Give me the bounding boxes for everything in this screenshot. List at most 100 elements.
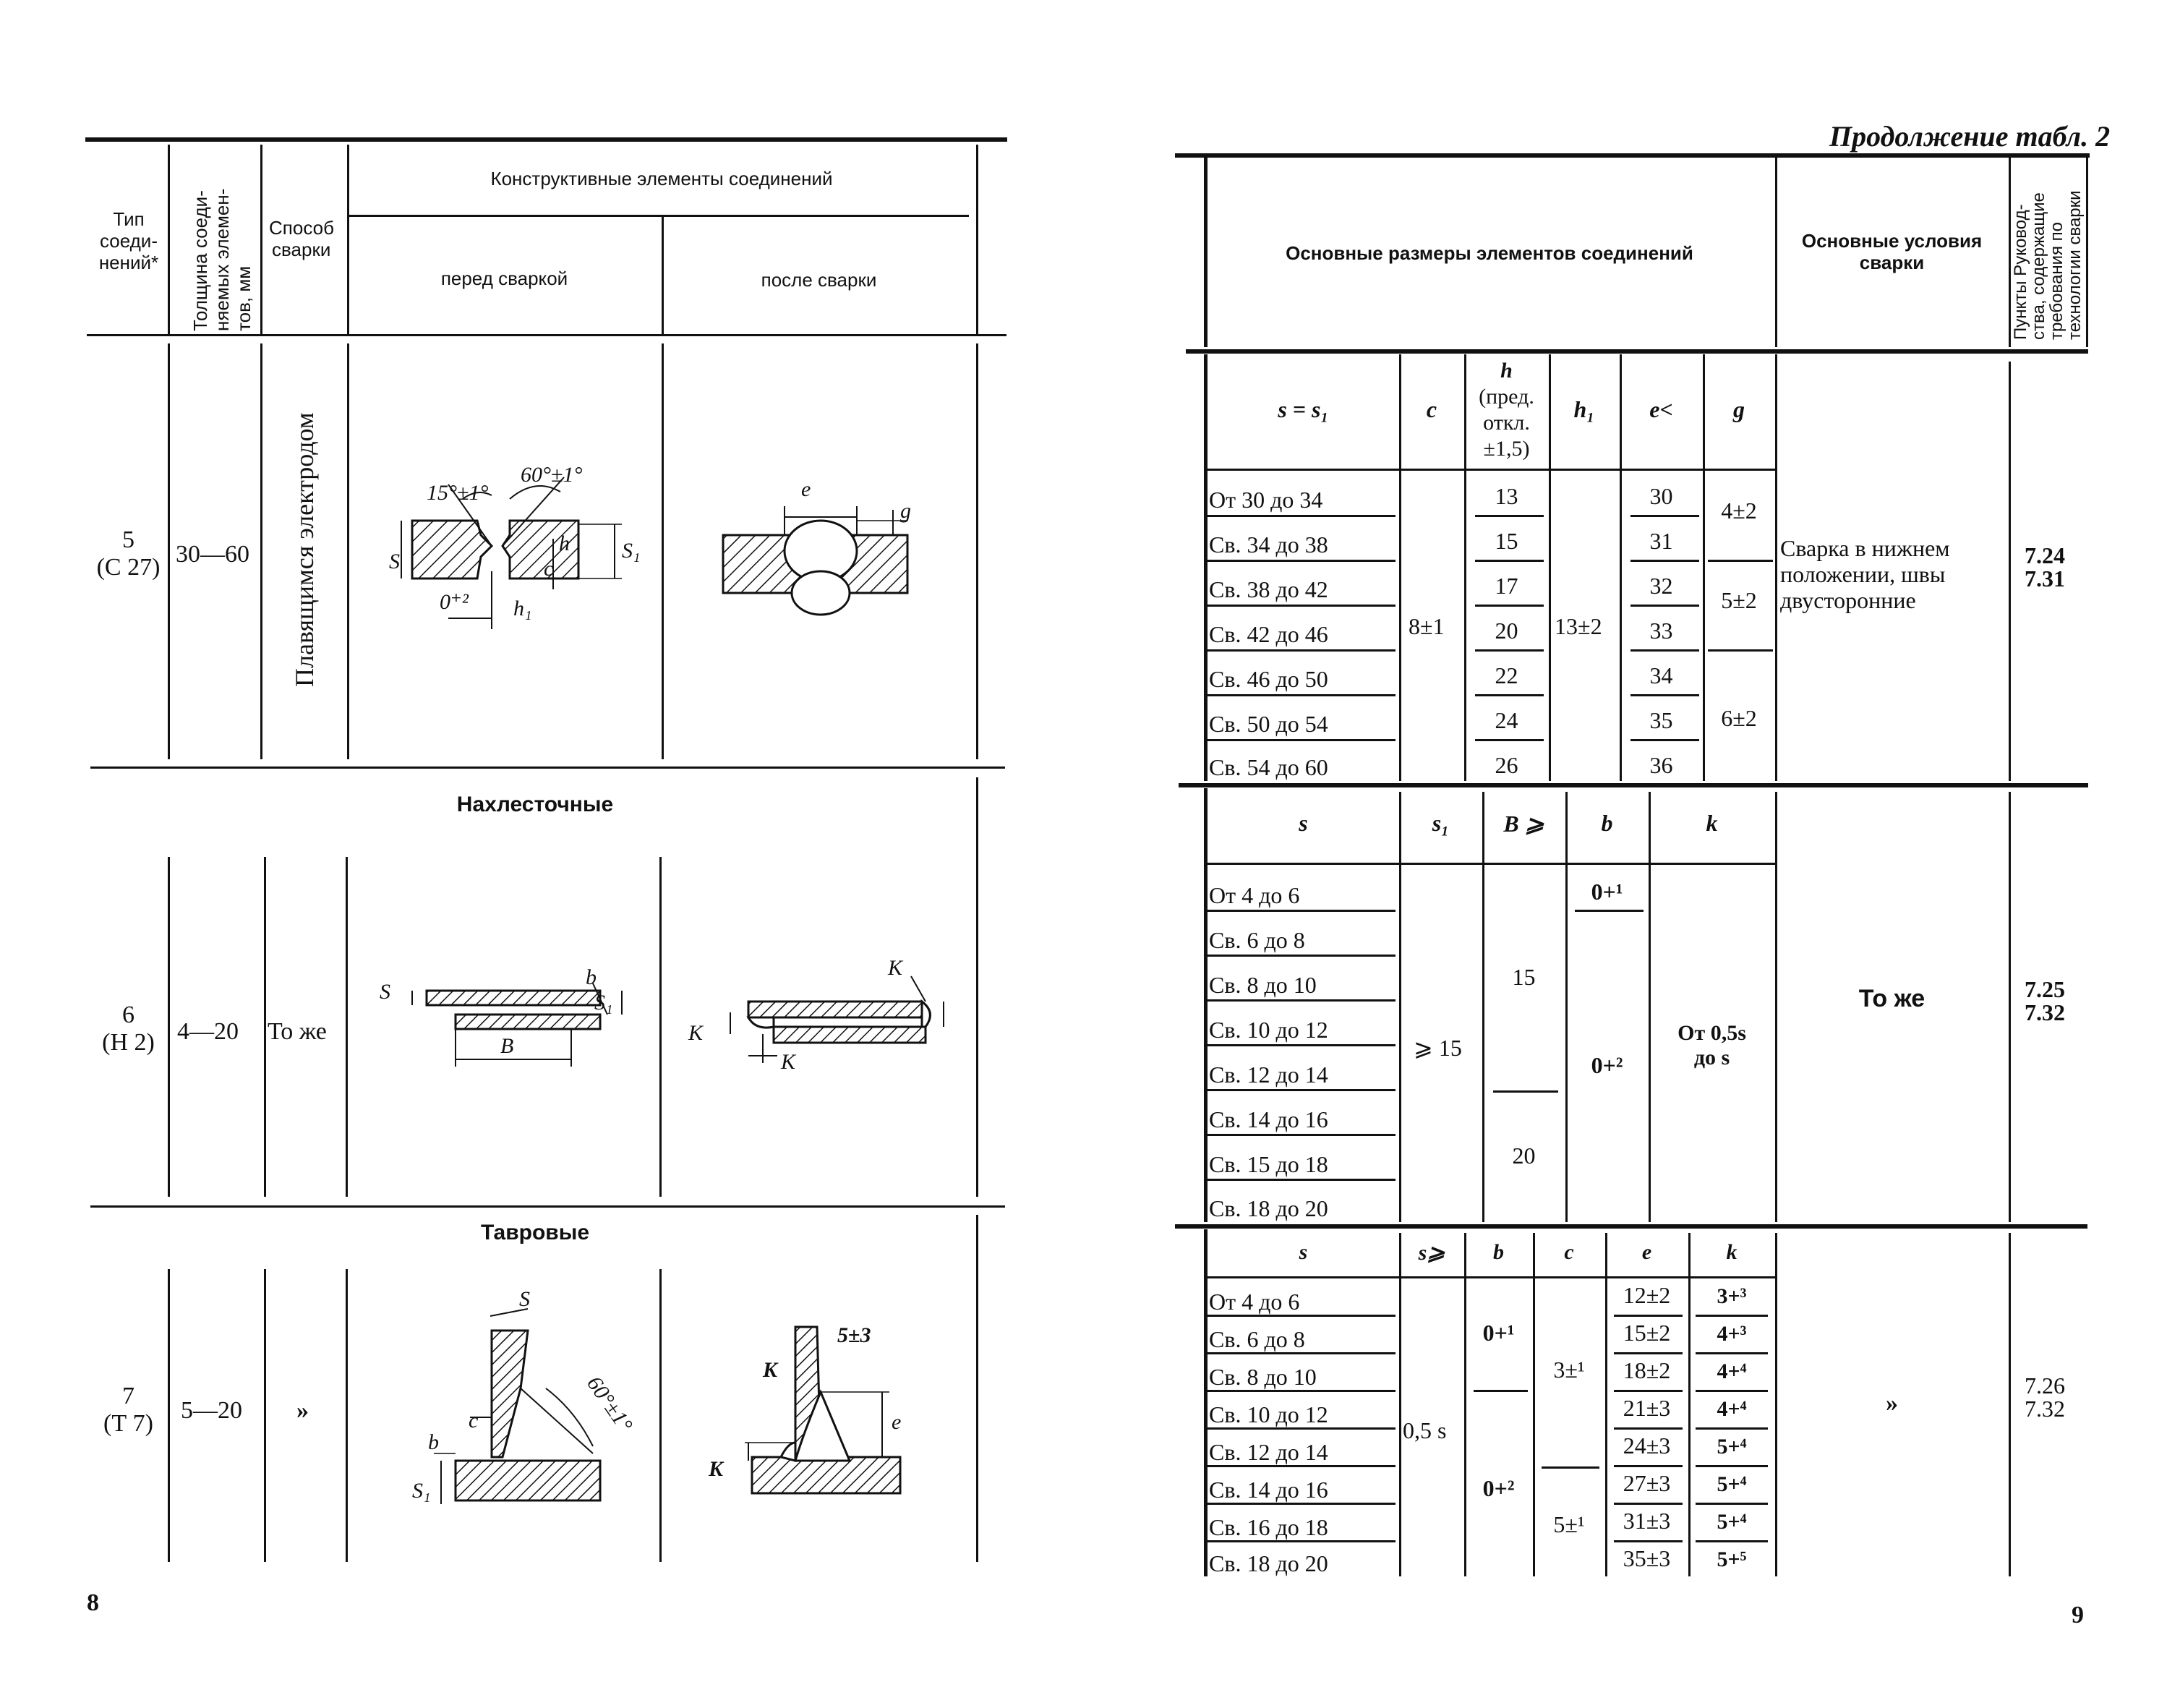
b1-g-1: 5±2 [1721,587,1757,613]
b3-h-c: c [1564,1240,1574,1264]
row2-after-drawing [730,975,944,1063]
r3b-s: S [519,1287,530,1311]
b3-range-0: От 4 до 6 [1209,1289,1300,1315]
b3-items: 7.26 7.32 [2025,1372,2065,1422]
b2-range-5: Св. 14 до 16 [1209,1106,1328,1132]
b2-s1: ⩾ 15 [1414,1035,1462,1061]
b1-e-6: 36 [1649,752,1673,778]
b2-range-6: Св. 15 до 18 [1209,1151,1328,1177]
b1-e-2: 32 [1649,573,1673,599]
b1-h-s: s = s₁ [1278,396,1329,422]
b1-g-0: 4±2 [1721,498,1757,524]
b1-range-5: Св. 50 до 54 [1209,711,1328,737]
b3-h-b: b [1493,1240,1504,1264]
b2-k: От 0,5s до s [1677,1021,1746,1069]
b2-range-4: Св. 12 до 14 [1209,1062,1328,1088]
header-method: Способ сварки [269,217,334,260]
b1-range-2: Св. 38 до 42 [1209,576,1328,602]
b1-h-0: 13 [1495,483,1518,509]
b3-e-3: 21±3 [1623,1395,1671,1421]
r2b-B: B [500,1034,514,1058]
row2-thickness: 4—20 [177,1018,239,1045]
b1-range-3: Св. 42 до 46 [1209,621,1328,647]
r1a-e: e [801,477,811,501]
b1-h-1: 15 [1495,528,1518,554]
b3-b-0: 0+¹ [1482,1320,1515,1346]
b3-c-0: 3±¹ [1553,1357,1585,1383]
b1-h-5: 24 [1495,707,1518,733]
row3-type: 7 (Т 7) [103,1383,153,1437]
b2-conditions: То же [1858,985,1925,1012]
b3-h-e: e [1641,1240,1652,1264]
b2-range-0: От 4 до 6 [1209,882,1300,908]
b1-h-3: 20 [1495,618,1518,644]
b1-h-2: 17 [1495,573,1518,599]
row3-after-drawing [745,1325,902,1495]
b3-range-7: Св. 18 до 20 [1209,1550,1328,1576]
b1-h-h: h (пред. откл. ±1,5) [1479,359,1534,461]
b1-range-6: Св. 54 до 60 [1209,754,1328,780]
left-header-rule [87,334,1006,336]
b1-h-6: 26 [1495,752,1518,778]
left-top-rule [85,137,1007,142]
b3-smin: 0,5 s [1403,1417,1447,1443]
b3-h-k: k [1726,1240,1738,1264]
header-before: перед сваркой [440,268,568,289]
right-header-rule [1186,349,2088,354]
row2-before-drawing [411,983,623,1067]
b1-g-2: 6±2 [1721,705,1757,731]
r1b-c: c [544,557,554,581]
b1-h-h1: h₁ [1573,396,1595,422]
header-conditions: Основные условия сварки [1801,230,1983,273]
b3-k-5: 5+⁴ [1717,1472,1747,1496]
b2-b-1: 0+² [1591,1052,1623,1078]
r2b-s: S [380,980,390,1004]
row1-before-drawing [401,477,622,629]
header-after: после сварки [761,269,877,291]
r2a-k3: K [781,1050,796,1074]
right-block2-rule [1175,1224,2087,1229]
r3b-b: b [428,1430,439,1454]
b1-h1: 13±2 [1555,613,1602,639]
header-thickness: Толщина соеди- няемых элемен- тов, мм [189,188,255,331]
row2-method: То же [268,1018,327,1045]
b3-e-2: 18±2 [1623,1357,1671,1383]
left-subheader-rule [347,215,969,217]
b2-B-0: 15 [1512,964,1536,990]
r3a-k: K [763,1358,778,1382]
left-row1-rule [90,767,1005,769]
b2-h-s: s [1299,810,1308,836]
b3-e-6: 31±3 [1623,1508,1671,1534]
b2-range-7: Св. 18 до 20 [1209,1195,1328,1221]
b2-b-0: 0+¹ [1591,879,1623,905]
r1b-h: h [559,531,570,555]
b3-e-7: 35±3 [1623,1545,1671,1571]
r3b-c: c [469,1409,479,1432]
b1-e-5: 35 [1649,707,1673,733]
b2-h-B: B ⩾ [1503,811,1544,837]
r3a-k2: K [709,1457,724,1481]
b3-k-2: 4+⁴ [1717,1359,1747,1383]
row3-method: » [296,1397,309,1424]
r2a-k1: K [688,1021,704,1045]
header-elements: Конструктивные элементы соединений [490,168,833,189]
b3-b-1: 0+² [1482,1475,1515,1501]
r2b-b: b [586,965,597,989]
right-top-rule [1175,153,2090,158]
r1b-gap: 0⁺² [440,590,469,614]
section-lap: Нахлесточные [456,793,614,816]
b3-k-7: 5+⁵ [1717,1547,1747,1571]
b3-e-5: 27±3 [1623,1470,1671,1496]
r2b-s1: S₁ [594,991,613,1015]
b1-h-c: c [1426,396,1437,422]
b1-e-3: 33 [1649,618,1673,644]
r1b-angle1: 15°±1° [427,481,489,505]
r1a-g: g [900,499,911,523]
header-items: Пункты Руковод- ства, содержащие требова… [2011,190,2085,340]
b3-k-1: 4+³ [1717,1322,1747,1346]
row2-type: 6 (Н 2) [102,1002,155,1056]
r3a-tol: 5±3 [837,1323,871,1347]
b1-range-1: Св. 34 до 38 [1209,531,1328,558]
row1-after-drawing [722,506,909,616]
header-type: Тип соеди- нений* [98,208,159,273]
